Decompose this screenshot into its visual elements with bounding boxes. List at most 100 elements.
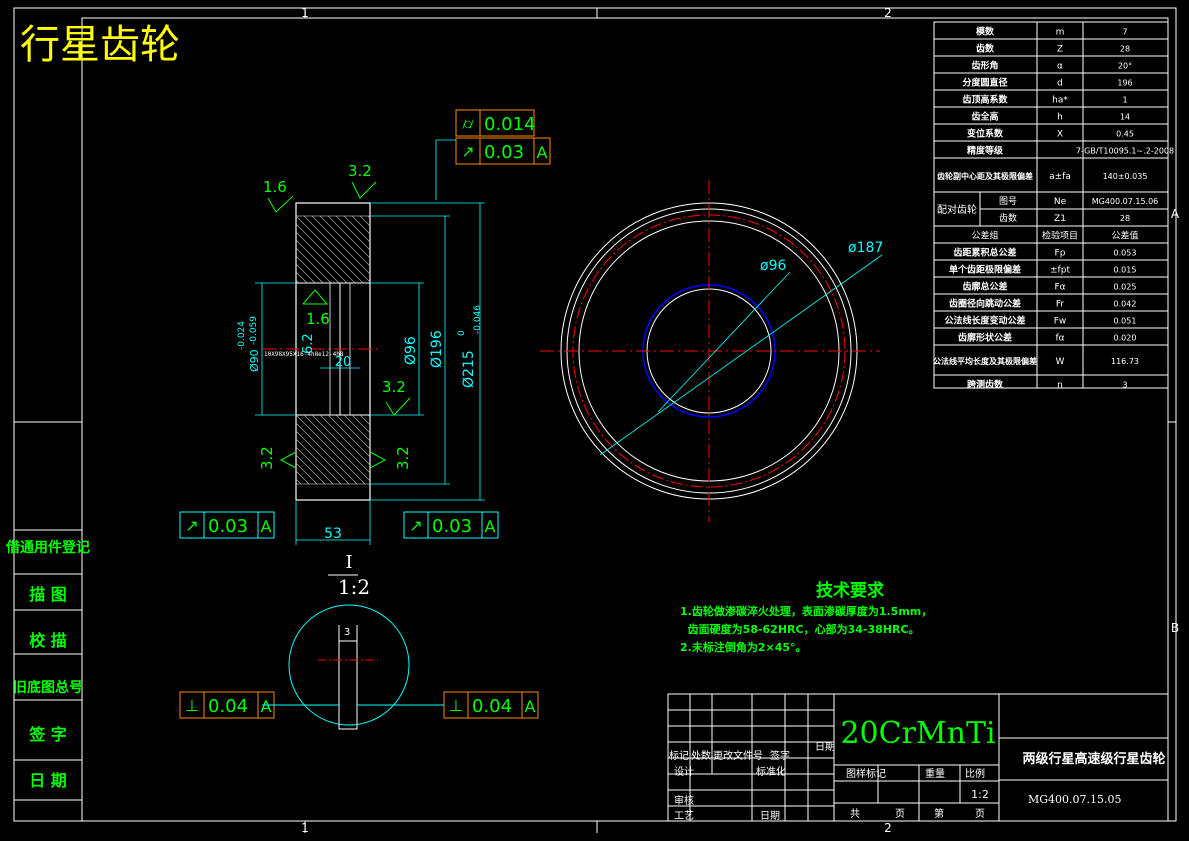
front-dim-96: ø96 bbox=[760, 258, 786, 274]
insp-head-item: 检验项目 bbox=[1042, 230, 1078, 242]
param-name: 单个齿距极限偏差 bbox=[949, 264, 1021, 276]
strip-signature: 签 字 bbox=[28, 725, 67, 744]
param-value: 0.051 bbox=[1114, 317, 1137, 326]
param-symbol: W bbox=[1056, 357, 1065, 367]
tb-stage: 图样标记 bbox=[846, 767, 886, 780]
scale-value: 1:2 bbox=[971, 788, 989, 801]
tol-datum: A bbox=[261, 697, 272, 716]
tol-datum: A bbox=[485, 517, 496, 536]
strip-old-base: 旧底图总号 bbox=[13, 679, 83, 696]
roughness-3-2-top: 3.2 bbox=[348, 162, 372, 180]
tb-date: 日期 bbox=[815, 741, 835, 753]
param-symbol: Z bbox=[1057, 45, 1063, 55]
param-value: 116.73 bbox=[1111, 357, 1139, 366]
param-value: 0.45 bbox=[1116, 130, 1134, 139]
param-value: 3 bbox=[1122, 381, 1127, 390]
tb-mark: 标记 bbox=[669, 750, 689, 762]
param-name: 模数 bbox=[976, 26, 995, 38]
tol-datum: A bbox=[261, 517, 272, 536]
tol-symbol: ↗ bbox=[461, 142, 474, 161]
mating-name: 齿数 bbox=[999, 212, 1017, 224]
tb-review: 审核 bbox=[674, 794, 694, 807]
tol-value: 0.014 bbox=[484, 114, 536, 135]
param-value: 0.025 bbox=[1114, 283, 1137, 292]
zone-bottom-1: 1 bbox=[301, 821, 309, 835]
zone-right-b: B bbox=[1171, 621, 1179, 635]
tb-total: 共 bbox=[850, 808, 860, 820]
tb-sign: 签字 bbox=[770, 749, 790, 762]
zone-bottom-2: 2 bbox=[884, 821, 892, 835]
param-name: 齿廓形状公差 bbox=[958, 332, 1012, 344]
param-name: 齿全高 bbox=[971, 111, 998, 123]
left-strip: 借通用件登记 描 图 校 描 旧底图总号 签 字 日 期 bbox=[5, 529, 90, 801]
param-value: 14 bbox=[1120, 113, 1130, 122]
mating-symbol: Z1 bbox=[1054, 214, 1066, 224]
tol-value: 0.03 bbox=[208, 516, 248, 537]
param-value: 7 bbox=[1122, 28, 1127, 37]
tol-symbol: ↗ bbox=[185, 516, 198, 535]
mating-label: 配对齿轮 bbox=[937, 203, 977, 216]
param-name: 齿廓总公差 bbox=[962, 281, 1007, 293]
dim-keyway-depth: 6.2 bbox=[301, 333, 316, 354]
strip-check-trace: 校 描 bbox=[29, 631, 67, 650]
insp-head-value: 公差值 bbox=[1111, 230, 1138, 242]
param-name: 齿轮副中心距及其极限偏差 bbox=[937, 171, 1033, 181]
param-name: 齿形角 bbox=[971, 60, 998, 72]
dim-bore-diameter: Ø90 bbox=[248, 349, 261, 372]
param-name: 齿距累积总公差 bbox=[953, 247, 1016, 259]
param-symbol: Fw bbox=[1054, 317, 1067, 327]
tol-symbol: ⊥ bbox=[449, 696, 463, 715]
tb-design: 设计 bbox=[674, 765, 694, 778]
tb-scale-label: 比例 bbox=[965, 767, 985, 780]
param-name: 变位系数 bbox=[967, 128, 1004, 140]
tb-weight: 重量 bbox=[925, 767, 945, 780]
tol-symbol: ↗ bbox=[409, 516, 422, 535]
param-value: 0.015 bbox=[1114, 266, 1137, 275]
param-name: 分度圆直径 bbox=[962, 77, 1007, 89]
section-i-view bbox=[262, 574, 444, 730]
param-name: 精度等级 bbox=[967, 145, 1004, 157]
tol-symbol: ⌭ bbox=[462, 114, 474, 133]
param-symbol: m bbox=[1056, 28, 1065, 38]
tb-change-doc: 更改文件号 bbox=[713, 749, 763, 762]
param-value: 20° bbox=[1118, 62, 1132, 71]
dim-bore-tol-upper: -0.024 bbox=[237, 321, 247, 350]
spline-note: 10X98X95X16-4h8e12-4h8 bbox=[264, 351, 344, 358]
tol-value: 0.04 bbox=[208, 696, 248, 717]
roughness-3-2-mid: 3.2 bbox=[382, 378, 406, 396]
drawing-title: 行星齿轮 bbox=[20, 22, 180, 68]
param-symbol: ±fpt bbox=[1050, 266, 1070, 276]
param-value: 7-GB/T10095.1~.2-2008 bbox=[1076, 147, 1174, 156]
param-symbol: d bbox=[1057, 79, 1063, 89]
roughness-symbols bbox=[267, 181, 411, 469]
inner-border bbox=[81, 17, 1169, 822]
strip-date: 日 期 bbox=[29, 771, 67, 790]
tb-page: 页 bbox=[975, 808, 985, 820]
param-name: 跨测齿数 bbox=[967, 379, 1004, 391]
tech-note-1: 1.齿轮做渗碳淬火处理，表面渗碳厚度为1.5mm， bbox=[680, 604, 932, 618]
param-symbol: fα bbox=[1055, 334, 1064, 344]
mating-symbol: Ne bbox=[1054, 197, 1067, 207]
tol-datum: A bbox=[537, 143, 548, 162]
zone-top-1: 1 bbox=[301, 6, 309, 20]
dim-bore-tol-lower: -0.059 bbox=[249, 316, 259, 345]
drawing-number: MG400.07.15.05 bbox=[1028, 793, 1122, 806]
dim-bore-width: 20 bbox=[335, 355, 352, 370]
insp-head-group: 公差组 bbox=[971, 230, 998, 242]
strip-trace: 描 图 bbox=[29, 585, 67, 604]
tb-process: 工艺 bbox=[674, 810, 694, 822]
param-name: 齿圈径向跳动公差 bbox=[949, 298, 1021, 310]
param-value: 1 bbox=[1122, 96, 1127, 105]
dim-tip-tol-lower: -0.046 bbox=[473, 305, 483, 334]
mating-name: 图号 bbox=[999, 196, 1017, 207]
tb-standardize: 标准化 bbox=[756, 765, 786, 778]
param-symbol: Fr bbox=[1056, 300, 1065, 310]
tech-note-2: 齿面硬度为58-62HRC，心部为34-38HRC。 bbox=[680, 622, 920, 636]
mating-value: MG400.07.15.06 bbox=[1092, 197, 1159, 206]
param-symbol: Fα bbox=[1054, 283, 1065, 293]
param-value: 0.020 bbox=[1114, 334, 1137, 343]
strip-borrow-register: 借通用件登记 bbox=[5, 539, 90, 556]
dim-pitch-diameter: Ø196 bbox=[429, 330, 445, 368]
